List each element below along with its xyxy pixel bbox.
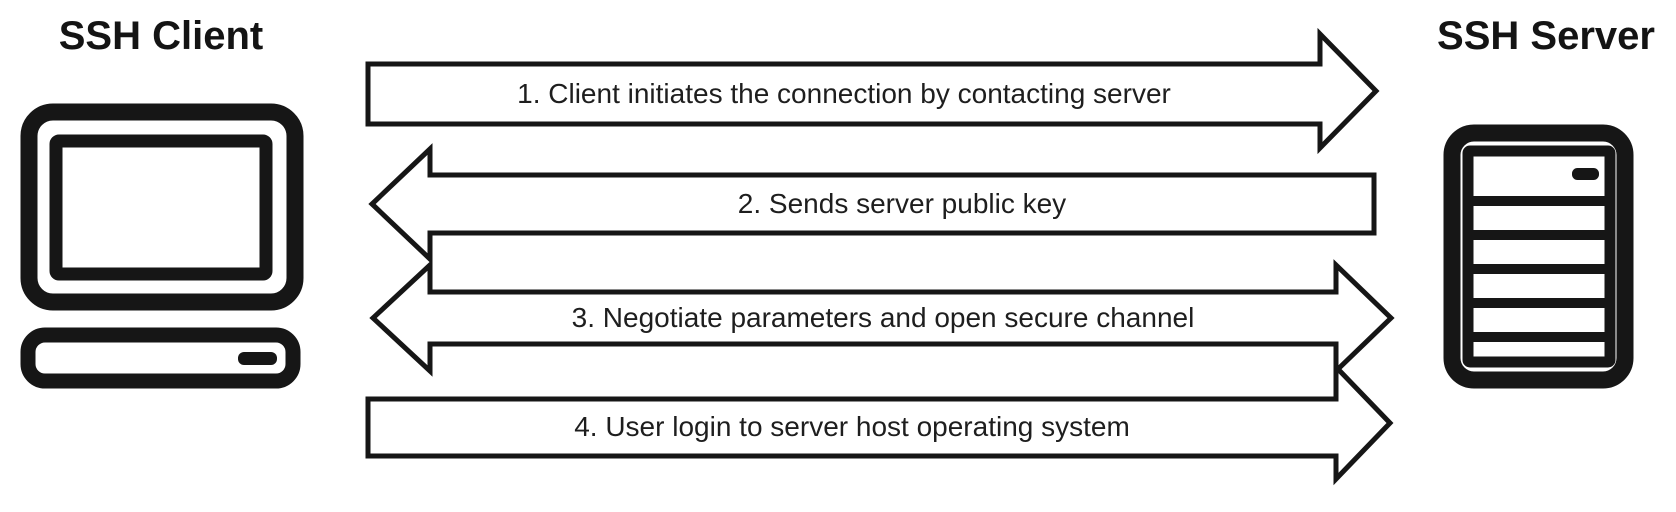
monitor-screen — [49, 134, 273, 281]
step-arrows — [365, 27, 1395, 486]
computer-base-slot — [238, 352, 277, 365]
arrow-right-step-4 — [365, 360, 1394, 486]
step-3-label: 3. Negotiate parameters and open secure … — [571, 302, 1195, 333]
step-4-label: 4. User login to server host operating s… — [574, 411, 1130, 442]
desktop-computer-icon — [20, 103, 304, 389]
step-1-label: 1. Client initiates the connection by co… — [517, 78, 1171, 109]
monitor-outline — [20, 103, 304, 311]
server-drive-slot — [1572, 168, 1599, 180]
server-outline — [1443, 124, 1634, 389]
client-title: SSH Client — [58, 14, 264, 58]
step-2-label: 2. Sends server public key — [737, 188, 1067, 219]
server-tower-icon — [1443, 124, 1634, 389]
arrow-left-step-2 — [368, 143, 1377, 265]
computer-base — [20, 327, 301, 389]
arrow-right-step-1 — [365, 27, 1380, 155]
server-panel — [1462, 145, 1616, 368]
server-title: SSH Server — [1437, 14, 1655, 58]
